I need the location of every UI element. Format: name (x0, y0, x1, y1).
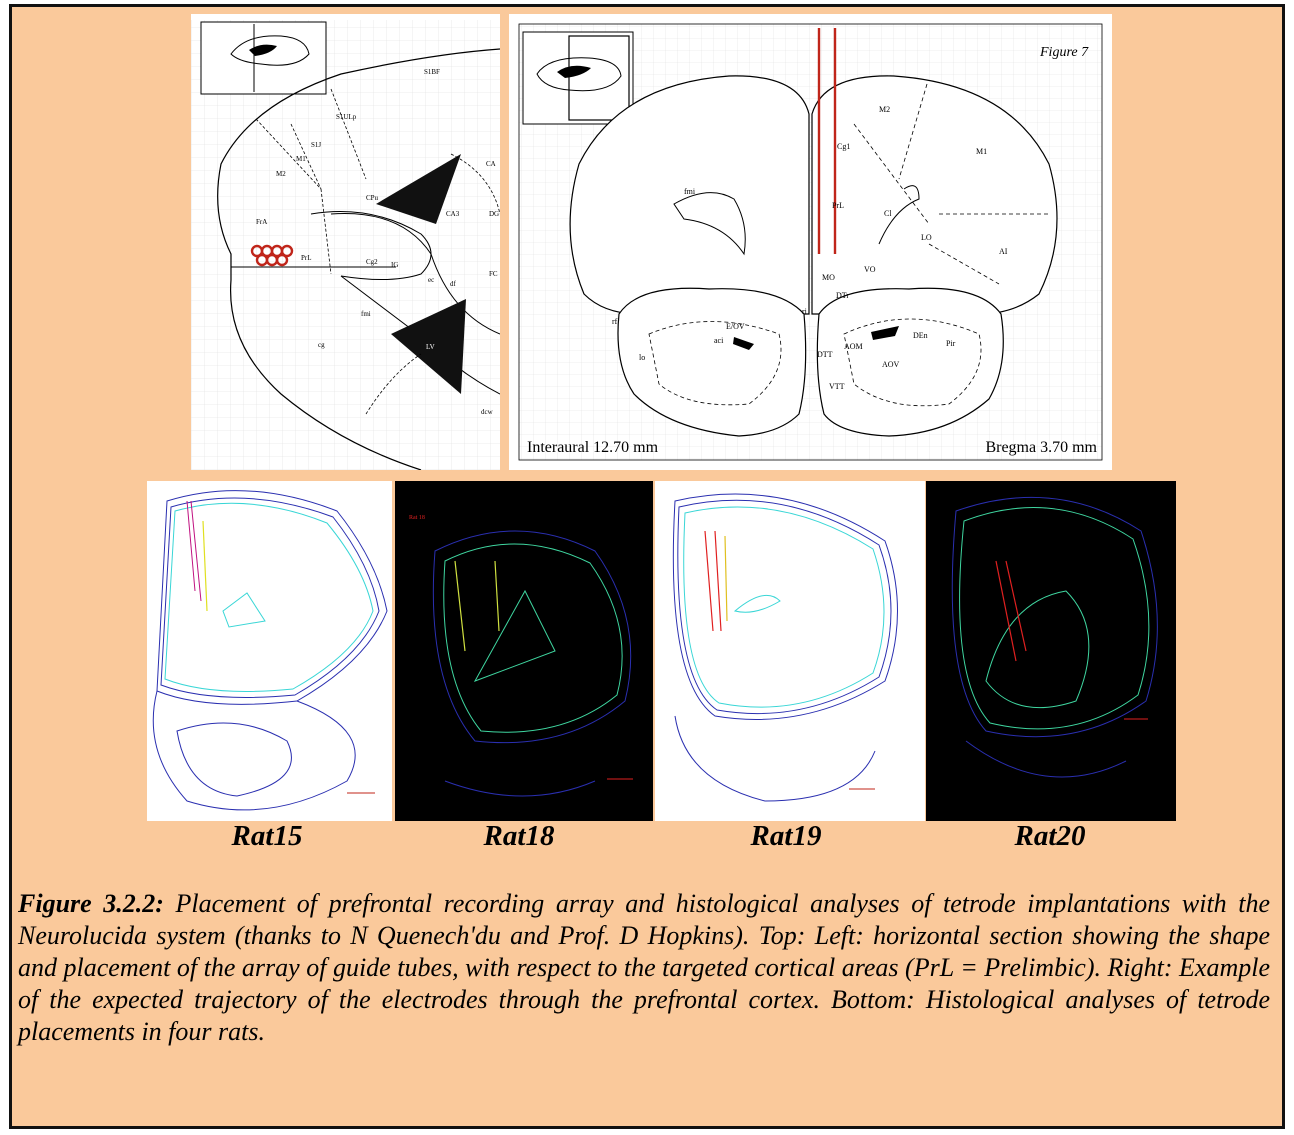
svg-text:Cg1: Cg1 (837, 142, 850, 151)
svg-text:fmi: fmi (684, 187, 696, 196)
svg-text:IG: IG (391, 261, 398, 269)
svg-text:M1: M1 (976, 147, 987, 156)
caption-body: Placement of prefrontal recording array … (18, 889, 1271, 1046)
rat15-label: Rat15 (231, 820, 303, 852)
svg-text:Pir: Pir (946, 339, 956, 348)
svg-text:DG: DG (489, 210, 499, 218)
svg-text:LV: LV (426, 343, 435, 351)
svg-text:S1ULp: S1ULp (336, 113, 357, 121)
rat19-histology (655, 481, 925, 821)
svg-text:VO: VO (864, 265, 876, 274)
rat18-tag: Rat 18 (409, 515, 425, 521)
rat15-histology (147, 481, 392, 821)
svg-text:CPu: CPu (366, 194, 379, 202)
svg-text:DEn: DEn (913, 331, 928, 340)
svg-text:fmi: fmi (361, 310, 371, 318)
horizontal-section-panel: S1BF S1ULp S1J M1 M2 FrA PrL CPu Cg2 IG … (191, 14, 500, 470)
svg-text:dcw: dcw (481, 408, 494, 416)
rat18-histology: Rat 18 (395, 481, 653, 821)
svg-text:AOM: AOM (844, 342, 863, 351)
svg-text:E/OV: E/OV (726, 322, 745, 331)
svg-text:Cg2: Cg2 (366, 258, 378, 266)
rat19-label: Rat19 (750, 820, 822, 852)
svg-text:rf: rf (612, 317, 618, 326)
svg-text:DTT: DTT (817, 350, 833, 359)
svg-text:VTT: VTT (829, 382, 845, 391)
rat20-label: Rat20 (1014, 820, 1086, 852)
rat20-histology (926, 481, 1176, 821)
svg-text:AOV: AOV (882, 360, 900, 369)
svg-text:M1: M1 (296, 155, 306, 163)
interaural-label: Interaural 12.70 mm (527, 439, 659, 456)
svg-text:CA: CA (486, 160, 496, 168)
svg-text:FrA: FrA (256, 218, 267, 226)
horizontal-section-diagram: S1BF S1ULp S1J M1 M2 FrA PrL CPu Cg2 IG … (191, 14, 500, 470)
svg-text:MO: MO (822, 273, 835, 282)
rat18-label: Rat18 (483, 820, 555, 852)
figure-7-label: Figure 7 (1039, 45, 1089, 60)
svg-text:PrL: PrL (832, 201, 844, 210)
svg-text:CA3: CA3 (446, 210, 460, 218)
svg-text:aci: aci (714, 336, 724, 345)
coronal-section-diagram: M2 M1 Cg1 PrL fmi Cl LO AI VO MO DTr ri … (518, 23, 1103, 461)
svg-text:lo: lo (639, 353, 645, 362)
svg-text:M2: M2 (879, 105, 890, 114)
svg-text:DTr: DTr (836, 291, 849, 300)
coronal-section-panel: M2 M1 Cg1 PrL fmi Cl LO AI VO MO DTr ri … (509, 14, 1112, 470)
svg-text:df: df (450, 280, 457, 288)
caption-lead: Figure 3.2.2: (18, 889, 164, 918)
figure-caption: Figure 3.2.2: Placement of prefrontal re… (18, 888, 1270, 1048)
svg-text:ec: ec (428, 276, 434, 284)
svg-text:FC: FC (489, 270, 498, 278)
svg-text:AI: AI (999, 247, 1008, 256)
svg-text:cg: cg (318, 341, 325, 349)
svg-text:PrL: PrL (301, 254, 312, 262)
svg-text:M2: M2 (276, 170, 286, 178)
bregma-label: Bregma 3.70 mm (985, 439, 1097, 456)
svg-text:LO: LO (921, 233, 932, 242)
svg-text:ri: ri (802, 307, 808, 316)
svg-text:Cl: Cl (884, 209, 892, 218)
svg-text:S1J: S1J (311, 141, 321, 149)
svg-text:S1BF: S1BF (424, 68, 440, 76)
